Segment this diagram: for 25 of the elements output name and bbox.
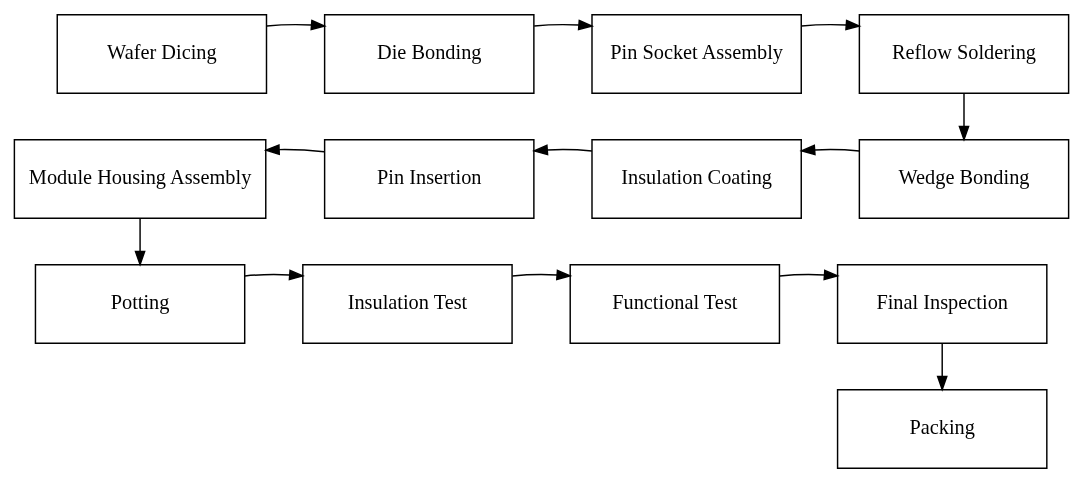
node-box: Functional Test bbox=[569, 264, 781, 344]
arrow bbox=[779, 269, 840, 281]
arrow bbox=[936, 342, 948, 392]
arrow bbox=[134, 217, 146, 267]
arrow bbox=[800, 19, 862, 31]
node-box: Die Bonding bbox=[323, 14, 535, 94]
arrow bbox=[263, 144, 325, 156]
arrow bbox=[511, 269, 573, 281]
node-box: Pin Socket Assembly bbox=[591, 14, 802, 94]
node-box: Wafer Dicing bbox=[56, 14, 268, 94]
node-box: Module Housing Assembly bbox=[13, 139, 267, 219]
node-box: Wedge Bonding bbox=[858, 139, 1070, 219]
node-box: Final Inspection bbox=[836, 264, 1048, 344]
arrow bbox=[266, 19, 327, 31]
node-box: Insulation Test bbox=[302, 264, 513, 344]
arrow bbox=[799, 144, 861, 156]
arrow bbox=[532, 144, 593, 156]
node-box: Potting bbox=[34, 264, 246, 344]
node-box: Pin Insertion bbox=[323, 139, 535, 219]
arrow bbox=[533, 19, 595, 31]
arrow bbox=[244, 269, 305, 281]
arrow bbox=[958, 92, 970, 142]
node-box: Insulation Coating bbox=[591, 139, 802, 219]
node-box: Packing bbox=[836, 389, 1048, 469]
node-box: Reflow Soldering bbox=[858, 14, 1070, 94]
